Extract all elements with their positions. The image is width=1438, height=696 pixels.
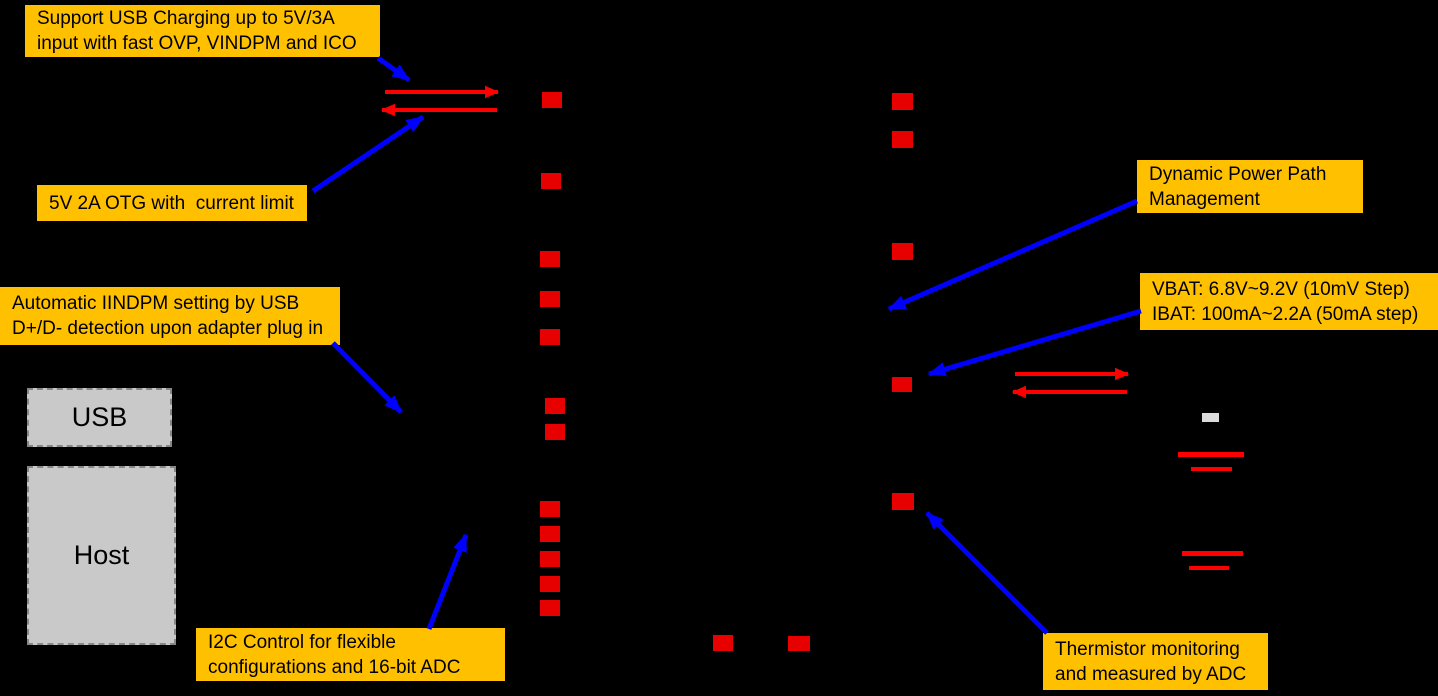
pin-pad-left-column — [540, 329, 560, 345]
pin-pad-left-column — [542, 92, 562, 108]
iindpm-pointer — [331, 341, 403, 414]
pin-pad-left-column — [545, 398, 565, 414]
i2c-pointer — [426, 533, 469, 630]
pin-pad-right-column — [892, 377, 912, 392]
callout-otg: 5V 2A OTG with current limit — [37, 185, 307, 221]
callout-usb-charging: Support USB Charging up to 5V/3A input wi… — [25, 5, 380, 57]
pin-pad-left-column — [540, 291, 560, 307]
block-host: Host — [27, 466, 176, 645]
pin-pad-right-column — [892, 131, 913, 148]
callout-text-line: 5V 2A OTG with current limit — [49, 192, 294, 214]
block-label: USB — [71, 402, 128, 432]
power-path-pointer — [887, 198, 1138, 312]
battery-cell-short-plate — [1191, 467, 1232, 471]
pin-pad-right-column — [892, 93, 913, 110]
pin-pad-left-column — [540, 251, 560, 267]
pin-pad-bottom-row — [713, 635, 733, 651]
block-usb: USB — [27, 388, 172, 447]
callout-text-line: configurations and 16-bit ADC — [208, 656, 461, 678]
pin-pad-right-column — [892, 243, 913, 260]
pin-pad-left-column — [540, 600, 560, 616]
battery-cell-long-plate — [1178, 452, 1244, 457]
pin-pad-left-column — [540, 526, 560, 542]
pin-pad-right-column — [892, 493, 914, 510]
thermistor-pointer — [925, 511, 1049, 635]
callout-i2c: I2C Control for flexible configurations a… — [196, 628, 505, 681]
battery-cell-short-plate — [1189, 566, 1229, 570]
vbat-pointer — [927, 308, 1142, 377]
callout-text-line: input with fast OVP, VINDPM and ICO — [37, 33, 357, 54]
callout-text-line: Automatic IINDPM setting by USB — [12, 293, 300, 314]
callout-text-line: Thermistor monitoring — [1055, 638, 1240, 660]
pin-pad-left-column — [540, 501, 560, 517]
pin-pad-left-column — [545, 424, 565, 440]
callout-text-line: I2C Control for flexible — [208, 631, 396, 653]
pin-pad-left-column — [540, 551, 560, 567]
battery-cell-long-plate — [1182, 551, 1243, 556]
callout-text-line: VBAT: 6.8V~9.2V (10mV Step) — [1152, 278, 1410, 300]
callout-text-line: IBAT: 100mA~2.2A (50mA step) — [1152, 303, 1419, 325]
otg-pointer — [311, 114, 425, 194]
callout-iindpm: Automatic IINDPM setting by USB D+/D- det… — [0, 287, 340, 345]
callout-text-line: Dynamic Power Path — [1149, 163, 1327, 185]
pin-pad-bottom-row — [788, 636, 810, 651]
callout-text-line: Support USB Charging up to 5V/3A — [37, 8, 335, 29]
pin-pad-left-column — [541, 173, 561, 189]
callout-text-line: D+/D- detection upon adapter plug in — [12, 318, 324, 339]
callout-text-line: and measured by ADC — [1055, 663, 1247, 685]
block-label: Host — [73, 540, 130, 570]
battery-terminal-dash — [1202, 413, 1219, 422]
callout-text-line: Management — [1149, 188, 1260, 210]
callout-thermistor: Thermistor monitoring and measured by ADC — [1043, 633, 1268, 690]
pin-pad-left-column — [540, 576, 560, 592]
callout-vbat-ibat: VBAT: 6.8V~9.2V (10mV Step) IBAT: 100mA~2… — [1140, 273, 1438, 330]
usb-charging-pointer — [376, 55, 411, 83]
